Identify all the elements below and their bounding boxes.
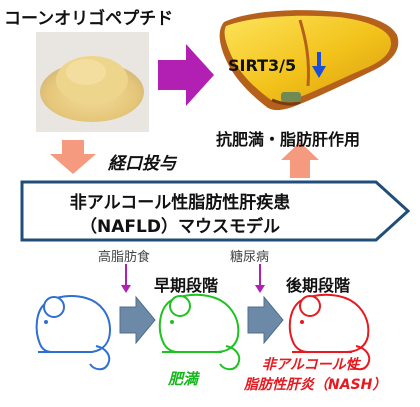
diagram-title: コーンオリゴペプチド [4,9,174,29]
liver-image [219,10,399,111]
decrease-arrow-icon [312,52,326,78]
diabetes-arrow-icon [255,264,265,293]
progression-arrow-icon [119,295,156,345]
purple-arrow-icon [158,44,214,106]
sirt-label: SIRT3/5 [228,56,297,75]
normal-mouse-icon [35,294,112,371]
diabetes-label: 糖尿病 [230,250,270,265]
oral-administration-arrow-icon [50,140,96,174]
banner-line-2: （NAFLD）マウスモデル [80,217,280,237]
nafld-model-banner [20,180,411,242]
late-stage-mouse-icon [288,293,371,371]
effect-label: 抗肥満・脂肪肝作用 [216,130,361,149]
early-stage-label: 早期段階 [154,276,219,295]
obesity-label: 肥満 [168,370,199,388]
early-stage-mouse-icon [158,293,241,371]
oral-administration-label: 経口投与 [108,154,176,174]
corn-peptide-powder-image [36,32,149,132]
late-stage-label: 後期段階 [286,276,351,295]
effect-arrow-icon [281,142,319,178]
high-fat-diet-label: 高脂肪食 [98,250,151,265]
high-fat-diet-arrow-icon [121,264,131,293]
banner-line-1: 非アルコール性脂肪性肝疾患 [69,193,291,213]
progression-arrow-icon [247,295,284,345]
nash-label-line-2: 脂肪性肝炎（NASH） [244,377,387,393]
nash-label-line-1: 非アルコール性 [262,357,360,373]
